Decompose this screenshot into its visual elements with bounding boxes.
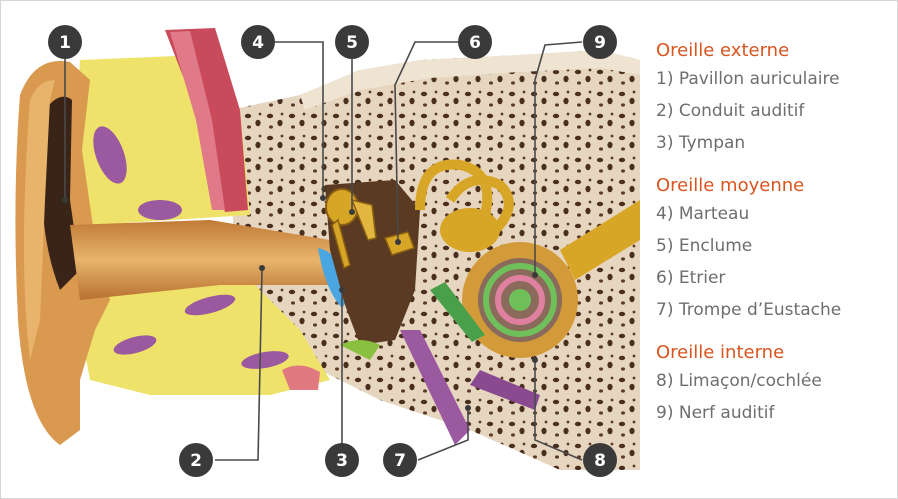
legend-section-title: Oreille moyenne (656, 173, 892, 202)
marker-9: 9 (583, 25, 617, 59)
legend-item: 4) Marteau (656, 202, 892, 234)
marker-8-label: 8 (594, 451, 606, 471)
marker-4-label: 4 (252, 33, 264, 53)
marker-9-label: 9 (594, 33, 606, 53)
legend-item: 2) Conduit auditif (656, 99, 892, 131)
marker-5-label: 5 (346, 33, 358, 53)
marker-4: 4 (241, 25, 275, 59)
marker-6: 6 (458, 25, 492, 59)
marker-2: 2 (179, 443, 213, 477)
legend-item: 9) Nerf auditif (656, 401, 892, 433)
marker-3: 3 (325, 443, 359, 477)
legend-item: 1) Pavillon auriculaire (656, 67, 892, 99)
legend: Oreille externe 1) Pavillon auriculaire … (656, 38, 892, 443)
marker-3-label: 3 (336, 451, 348, 471)
legend-item: 8) Limaçon/cochlée (656, 369, 892, 401)
marker-7: 7 (383, 443, 417, 477)
ear-anatomy-illustration: 1 2 3 4 5 6 7 8 9 (0, 0, 650, 499)
legend-item: 3) Tympan (656, 131, 892, 163)
legend-section-middle-ear: Oreille moyenne 4) Marteau 5) Enclume 6)… (656, 173, 892, 330)
legend-item: 5) Enclume (656, 234, 892, 266)
legend-section-outer-ear: Oreille externe 1) Pavillon auriculaire … (656, 38, 892, 163)
legend-section-inner-ear: Oreille interne 8) Limaçon/cochlée 9) Ne… (656, 340, 892, 433)
marker-8: 8 (583, 443, 617, 477)
marker-1: 1 (48, 25, 82, 59)
legend-section-title: Oreille interne (656, 340, 892, 369)
legend-item: 7) Trompe d’Eustache (656, 298, 892, 330)
legend-section-title: Oreille externe (656, 38, 892, 67)
marker-2-label: 2 (190, 451, 202, 471)
cochlea (462, 242, 578, 358)
marker-5: 5 (335, 25, 369, 59)
marker-6-label: 6 (469, 33, 481, 53)
marker-7-label: 7 (394, 451, 406, 471)
legend-item: 6) Etrier (656, 266, 892, 298)
marker-1-label: 1 (59, 33, 71, 53)
